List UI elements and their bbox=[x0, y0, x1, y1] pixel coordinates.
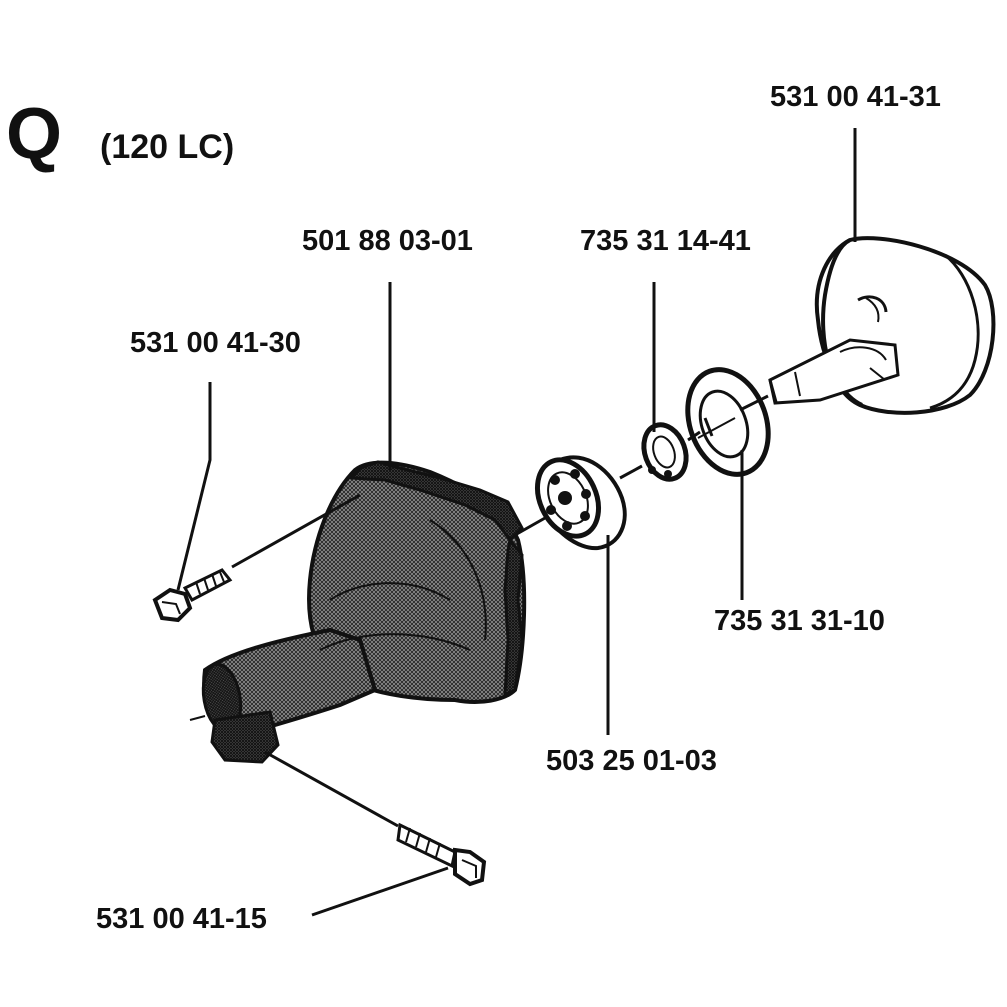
section-letter: Q bbox=[6, 94, 62, 174]
part-label-retaining-ring: 735 31 14-41 bbox=[580, 225, 751, 257]
part-label-washer: 735 31 31-10 bbox=[714, 605, 885, 637]
gear-housing-drawing bbox=[189, 460, 527, 764]
upper-screw-drawing bbox=[152, 568, 233, 623]
part-label-ball-bearing: 503 25 01-03 bbox=[546, 745, 717, 777]
clutch-drum-drawing bbox=[768, 236, 996, 415]
part-label-lower-screw: 531 00 41-15 bbox=[96, 903, 267, 935]
ball-bearing-drawing bbox=[535, 455, 627, 551]
retaining-ring-drawing bbox=[641, 422, 689, 482]
label-leader-lines bbox=[176, 128, 857, 917]
section-model: (120 LC) bbox=[100, 128, 234, 166]
part-label-clutch-drum: 531 00 41-31 bbox=[770, 81, 941, 113]
part-label-gear-housing: 501 88 03-01 bbox=[302, 225, 473, 257]
washer-drawing bbox=[685, 367, 771, 477]
assembly-axis-lines bbox=[231, 394, 769, 828]
lower-screw-drawing bbox=[396, 822, 487, 887]
part-label-upper-screw: 531 00 41-30 bbox=[130, 327, 301, 359]
